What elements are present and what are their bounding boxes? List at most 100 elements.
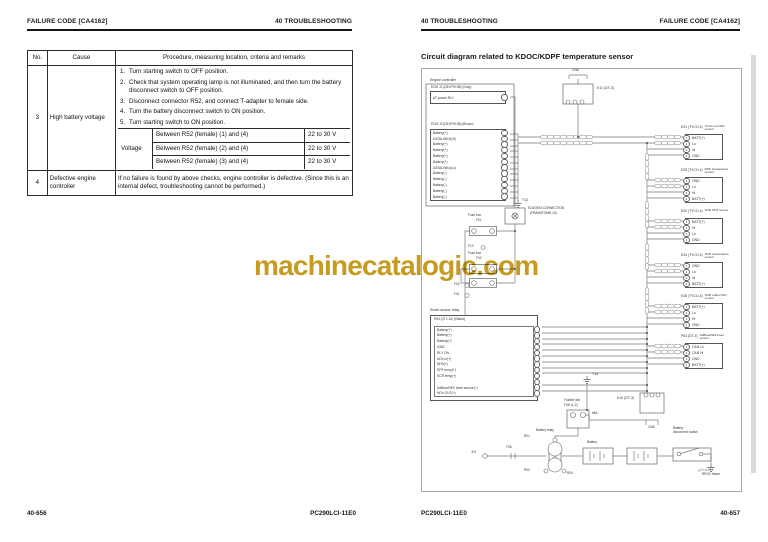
k11-relay-label: K11 (DT-3) <box>597 86 614 90</box>
battery-relay-label: Battery relay <box>536 428 554 432</box>
r52-title: R52 (DT-12) (Black) <box>434 317 466 322</box>
ecm-j2-title: ECM J2 (DELPHI-96) (Brown) <box>431 122 474 126</box>
procedure-step: 3. Disconnect connector R52, and connect… <box>120 97 309 105</box>
fuse-box1-id: F01 <box>476 218 482 222</box>
r52-relay-connector: R52 (DT-12) (Black) Battery(+) Battery(+… <box>430 315 540 401</box>
left-page-number: 40-656 <box>27 510 47 517</box>
r52-pin: NOx OUT(+) <box>435 390 540 397</box>
t06-label: T06 <box>506 445 512 449</box>
pin-number: 4 <box>683 152 690 160</box>
ground-t13-label: T13 <box>592 372 599 376</box>
twisted-pair-symbols <box>540 134 682 355</box>
voltage-subtable: Voltage Between R52 (female) (1) and (4)… <box>118 128 350 169</box>
col-cause: Cause <box>46 50 117 66</box>
engine-controller-label: Engine controller <box>429 78 458 83</box>
component-outlines <box>425 83 712 465</box>
ecm-j1-title: ECM J1 (DELPHI-96) (Gray) <box>431 85 472 89</box>
terminal-circles <box>464 99 704 474</box>
procedure-step: 4. Turn the battery disconnect switch to… <box>120 108 266 116</box>
ground-t12-icon <box>514 199 522 208</box>
figure-number: g0041151 <box>698 468 714 472</box>
sensor-id: E32 (TYCO-4) <box>681 208 703 213</box>
relay-terminal-r04: R04 <box>567 471 573 475</box>
k10-relay-label: K10 (DT-3) <box>617 396 635 400</box>
pin-number: 4 <box>683 280 690 288</box>
right-header-rule <box>421 29 740 31</box>
pin-circle-icon <box>501 94 508 101</box>
ecm-j1-connector: AT power RLY <box>430 91 508 104</box>
row4-cause: Defective engine controller <box>46 169 117 196</box>
row3-procedure: 1. Turn starting switch to OFF position.… <box>115 65 353 171</box>
e24-connection-label: E24/OEM CONNECTION <box>528 206 565 210</box>
relay-terminal-r01: R01 <box>524 434 530 438</box>
frame-ground-label: REVO frame <box>701 472 721 476</box>
troubleshooting-table: No. Cause Procedure, measuring location,… <box>27 50 353 196</box>
col-no: No. <box>27 50 48 66</box>
procedure-step: 1. Turn starting switch to OFF position. <box>120 68 229 76</box>
fusible-link-label: Fusible link <box>564 398 580 402</box>
ground-t13-icon <box>583 375 591 384</box>
right-header-section: 40 TROUBLESHOOTING <box>421 18 498 25</box>
table-row-4: 4 Defective engine controller If no fail… <box>27 169 353 196</box>
row4-no: 4 <box>27 169 48 196</box>
left-header-rule <box>27 29 352 31</box>
j01-label: J01 <box>471 450 477 454</box>
fuse-box2-label: Fuse box <box>468 251 482 255</box>
sensor-name: SCR temperature sensor <box>704 251 729 259</box>
right-model-footer: PC290LCI-11E0 <box>421 510 467 517</box>
sensor-id: E38 (TYCO-4) <box>681 293 703 298</box>
right-page-number: 40-657 <box>720 510 740 517</box>
procedure-step: 5. Turn starting switch to ON position. <box>120 119 226 127</box>
cn8-label: CN8 <box>648 425 655 429</box>
row3-cause: High battery voltage <box>46 65 117 171</box>
pin-number: 4 <box>683 195 690 203</box>
wires <box>460 74 712 464</box>
ecm-j1-pin: AT power RLY <box>431 92 508 103</box>
watermark-text: machinecatalogic.com <box>254 250 539 281</box>
sensor-id: E34 (TYCO-4) <box>681 252 703 257</box>
ground-t12-label: T12 <box>522 198 529 202</box>
cn6-label: CN6 <box>572 68 580 72</box>
disconnect-switch-label: Battery disconnect switch <box>673 426 698 434</box>
circuit-diagram-title: Circuit diagram related to KDOC/KDPF tem… <box>421 52 634 61</box>
sensor-id: P63 (DT-4) <box>681 333 698 338</box>
smart-sensor-relay-label: Smart sensor relay <box>430 308 460 312</box>
sensor-name: SCR NH3 sensor <box>704 207 729 212</box>
sensor-name: SCR outlet NOx sensor <box>704 292 727 300</box>
junction-dots <box>514 136 648 411</box>
pin-number: 4 <box>683 361 690 369</box>
fusible-link-id: FU8 (L-2) <box>564 403 578 407</box>
left-header-section: 40 TROUBLESHOOTING <box>275 18 352 25</box>
row3-no: 3 <box>27 65 48 171</box>
sensor-name: DPF temperature sensor <box>704 166 729 174</box>
sensor-name: AdBlue/DEF level sensor <box>699 332 724 340</box>
table-header-row: No. Cause Procedure, measuring location,… <box>27 50 353 66</box>
battery-label: Battery <box>587 440 598 444</box>
ecm-j2-connector: Battery(+) DATALINK4(Hi) Battery(+) Batt… <box>430 129 508 201</box>
pin-number: 4 <box>683 321 690 329</box>
ecm-j2-pin: Battery(-) <box>431 193 508 200</box>
sensor-name: Turbo out NOx sensor <box>704 123 725 131</box>
left-model-footer: PC290LCI-11E0 <box>310 510 356 517</box>
fusible-link-amp: 65A <box>592 411 598 415</box>
fuse-box2-id: F02 <box>476 256 482 260</box>
wire-tag-f01: F01 <box>454 292 460 296</box>
pin-circle-icon <box>501 193 508 200</box>
left-header-failure-code: FAILURE CODE [CA4162] <box>27 18 108 25</box>
wire-tag-f13: F13 <box>468 244 474 248</box>
fuse-box1-label: Fuse box <box>468 213 482 217</box>
scan-page-edge <box>751 55 756 473</box>
procedure-step: 2. Check that system operating lamp is n… <box>120 79 342 95</box>
right-header-failure-code: FAILURE CODE [CA4162] <box>659 18 740 25</box>
circuit-wiring <box>425 74 715 474</box>
diagram-frame <box>421 68 742 492</box>
col-procedure: Procedure, measuring location, criteria … <box>115 50 353 66</box>
sensor-id: E28 (TYCO-4) <box>681 167 703 172</box>
pin-number: 4 <box>683 236 690 244</box>
